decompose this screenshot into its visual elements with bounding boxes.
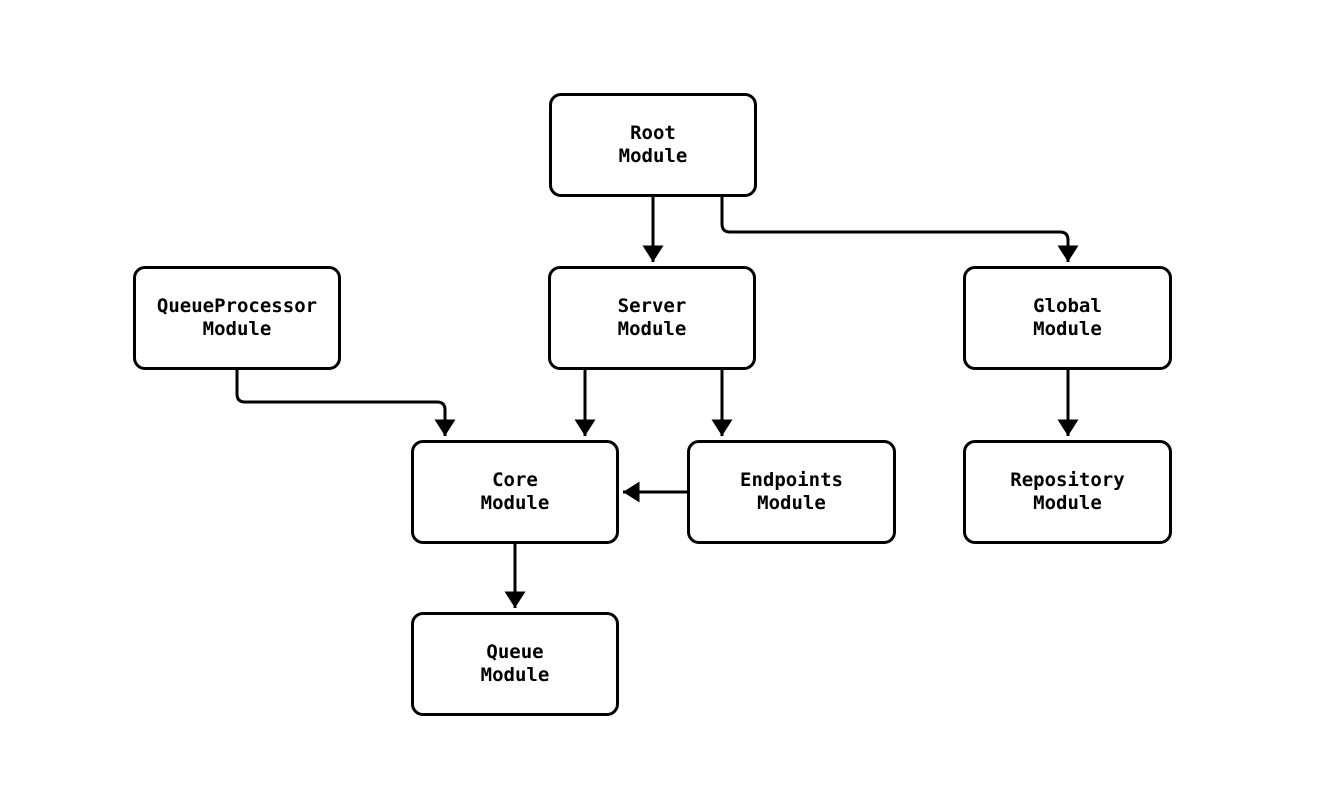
node-label: QueueProcessor Module [156, 295, 318, 340]
node-endpoints-module: Endpoints Module [687, 440, 896, 544]
node-label: Endpoints Module [740, 469, 843, 514]
edge-root-to-global [720, 197, 1079, 262]
node-label: Queue Module [480, 641, 550, 686]
node-label: Root Module [618, 122, 688, 167]
node-server-module: Server Module [548, 266, 756, 370]
node-label: Repository Module [1010, 469, 1125, 514]
node-queue-module: Queue Module [411, 612, 619, 716]
node-label: Server Module [617, 295, 687, 340]
node-global-module: Global Module [963, 266, 1172, 370]
node-label: Global Module [1033, 295, 1102, 340]
edge-queueprocessor-to-core [235, 370, 456, 436]
node-queueprocessor-module: QueueProcessor Module [133, 266, 341, 370]
node-root-module: Root Module [549, 93, 757, 197]
node-repository-module: Repository Module [963, 440, 1172, 544]
node-core-module: Core Module [411, 440, 619, 544]
node-label: Core Module [480, 469, 550, 514]
